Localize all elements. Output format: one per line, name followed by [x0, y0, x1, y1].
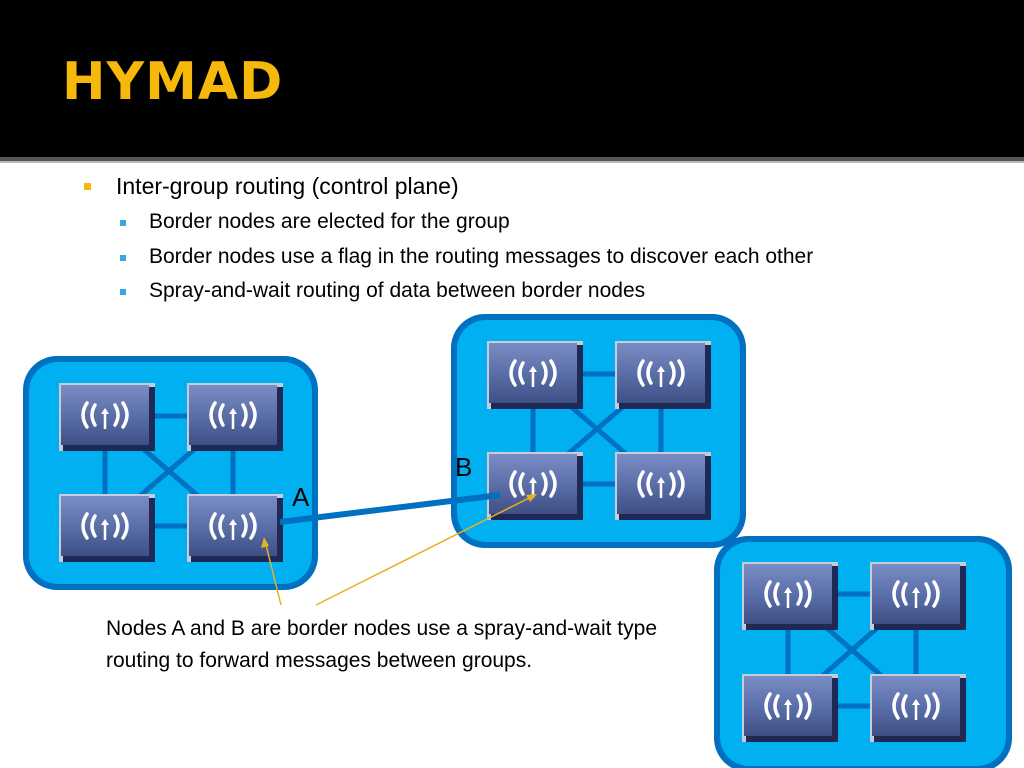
- bullet-marker-level1: [84, 183, 91, 190]
- arrowhead-icon: [261, 537, 269, 548]
- wireless-router-icon: [59, 494, 155, 562]
- group-middle: [451, 314, 746, 548]
- group-right: [714, 536, 1012, 768]
- bullet-marker-level2: [120, 220, 126, 226]
- slide-title: HYMAD: [62, 52, 284, 112]
- diagram-caption: Nodes A and B are border nodes use a spr…: [106, 617, 658, 672]
- bullet-level2-item: Spray-and-wait routing of data between b…: [149, 279, 646, 302]
- wireless-router-icon: [615, 341, 711, 409]
- bullet-marker-level2: [120, 255, 126, 261]
- bullet-marker-level2: [120, 289, 126, 295]
- wireless-router-icon: [187, 383, 283, 451]
- wireless-router-icon: [742, 674, 838, 742]
- bullet-level1-item: Inter-group routing (control plane): [116, 173, 459, 199]
- wireless-router-icon: [59, 383, 155, 451]
- inter-group-link: [279, 492, 501, 525]
- border-node-a-icon: [187, 494, 283, 562]
- wireless-router-icon: [615, 452, 711, 520]
- bullet-level2-item: Border nodes use a flag in the routing m…: [149, 245, 814, 268]
- bullet-level2-item: Border nodes are elected for the group: [149, 210, 510, 233]
- wireless-router-icon: [870, 562, 966, 630]
- border-node-b-icon: [487, 452, 583, 520]
- group-left: [23, 356, 318, 590]
- arrowhead-icon: [526, 494, 537, 502]
- wireless-router-icon: [870, 674, 966, 742]
- node-b-label: B: [455, 452, 472, 482]
- arrow-to-node-b: [315, 495, 534, 606]
- node-a-label: A: [292, 482, 310, 512]
- slide-header: HYMAD: [0, 0, 1024, 157]
- header-divider-highlight: [0, 161, 1024, 163]
- wireless-router-icon: [742, 562, 838, 630]
- header-divider: [0, 157, 1024, 161]
- arrow-to-node-a: [264, 540, 282, 606]
- wireless-router-icon: [487, 341, 583, 409]
- annotation-arrows: [261, 494, 537, 606]
